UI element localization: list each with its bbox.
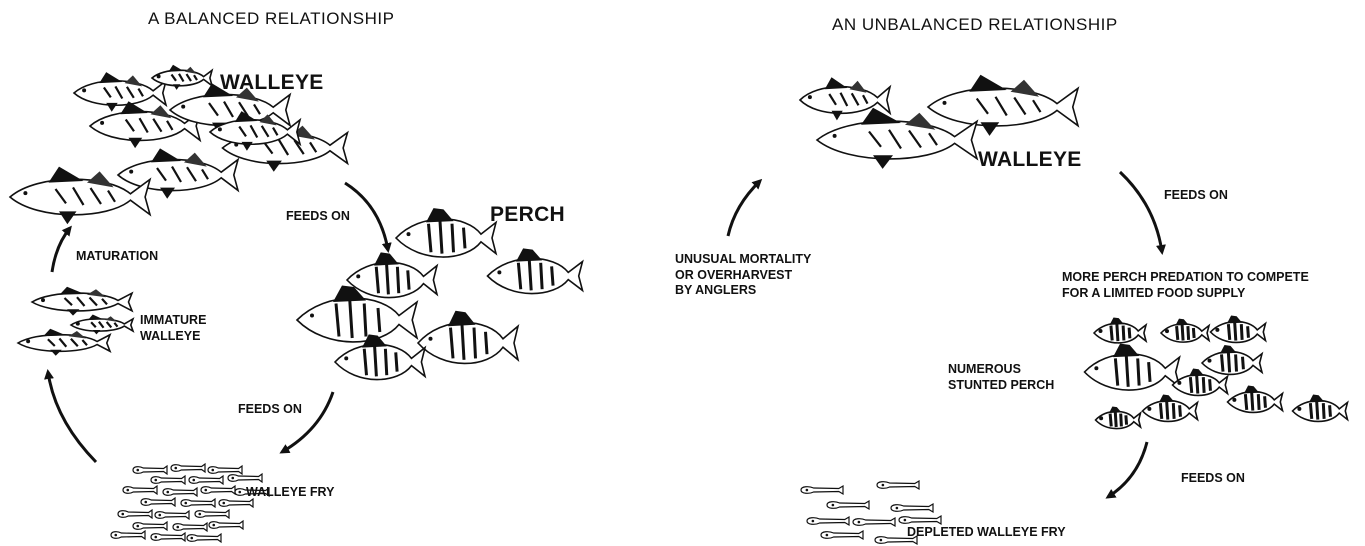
walleye-fish [72, 72, 168, 112]
stunted-perch-line-1: NUMEROUS [948, 362, 1021, 376]
walleye-fish [168, 83, 292, 134]
walleye-fry-fish [110, 529, 146, 541]
stunted-perch-fish [1159, 318, 1211, 343]
perch-fish [486, 248, 584, 295]
walleye-fry-label: WALLEYE FRY [246, 485, 335, 499]
immature-walleye-fish [69, 314, 135, 335]
walleye-fish [150, 64, 214, 90]
feeds-on-label-right-2: FEEDS ON [1181, 471, 1245, 485]
stunted-perch-fish [1094, 406, 1142, 430]
mortality-label: UNUSUAL MORTALITY OR OVERHARVEST BY ANGL… [675, 252, 811, 299]
walleye-fry-fish [208, 519, 244, 531]
mortality-line-1: UNUSUAL MORTALITY [675, 252, 812, 266]
walleye-fry-fish [172, 521, 208, 533]
walleye-label: WALLEYE [220, 71, 324, 94]
walleye-fry-fish [207, 464, 243, 476]
walleye-fry-fish [140, 496, 176, 508]
maturation-label: MATURATION [76, 249, 159, 263]
stunted-perch-line-2: STUNTED PERCH [948, 377, 1055, 392]
stunted-perch-fish [1083, 343, 1181, 391]
immature-walleye-fish [16, 328, 112, 356]
walleye-fish [8, 166, 152, 225]
walleye-fish-right [926, 74, 1080, 136]
walleye-fry-fish [227, 472, 263, 484]
immature-walleye-line-2: WALLEYE [140, 328, 201, 343]
mortality-line-3: BY ANGLERS [675, 283, 757, 298]
immature-walleye-line-1: IMMATURE [140, 313, 207, 327]
walleye-fry-fish [170, 462, 206, 474]
walleye-fry-fish [194, 508, 230, 520]
balanced-title: A BALANCED RELATIONSHIP [148, 9, 395, 28]
stunted-perch-fish [1200, 345, 1264, 376]
depleted-fry-fish [800, 484, 844, 496]
perch-fish [394, 208, 498, 258]
perch-fish [295, 285, 419, 343]
perch-predation-line-2: FOR A LIMITED FOOD SUPPLY [1062, 285, 1246, 300]
arrow-walleye-to-perch-right [1118, 170, 1166, 255]
stunted-perch-fish [1291, 394, 1349, 423]
walleye-fish [208, 111, 302, 151]
walleye-fish-right [815, 107, 979, 169]
feeds-on-label-right-1: FEEDS ON [1164, 188, 1228, 202]
immature-walleye-label: IMMATURE WALLEYE [140, 313, 206, 344]
arrow-walleye-to-perch [344, 181, 392, 253]
depleted-fry-fish [890, 502, 934, 514]
walleye-fry-fish [150, 474, 186, 486]
immature-walleye-fish [30, 286, 134, 316]
walleye-fry-fish [234, 486, 270, 498]
perch-label: PERCH [490, 203, 566, 226]
arrow-perch-to-fry-right [1105, 441, 1149, 499]
depleted-fry-fish [874, 534, 918, 546]
depleted-fry-fish [806, 515, 850, 527]
unbalanced-title: AN UNBALANCED RELATIONSHIP [832, 15, 1118, 34]
depleted-fry-label: DEPLETED WALLEYE FRY [907, 525, 1066, 539]
walleye-fry-fish [132, 520, 168, 532]
arrow-maturation [50, 225, 72, 273]
arrow-perch-to-fry [279, 391, 335, 454]
perch-predation-line-1: MORE PERCH PREDATION TO COMPETE [1062, 270, 1309, 284]
perch-predation-label: MORE PERCH PREDATION TO COMPETE FOR A LI… [1062, 270, 1309, 301]
walleye-fry-fish [122, 484, 158, 496]
stunted-perch-fish [1171, 368, 1229, 397]
arrow-fry-to-immature [44, 369, 98, 464]
walleye-fry-fish [150, 531, 186, 543]
walleye-fry-fish [132, 464, 168, 476]
stunted-perch-fish [1209, 315, 1267, 344]
stunted-perch-fish [1226, 385, 1284, 414]
perch-fish [333, 334, 427, 381]
walleye-fish-right [798, 77, 892, 121]
arrow-mortality-to-walleye [726, 178, 763, 237]
walleye-fry-fish [200, 484, 236, 496]
cycle-arrows [44, 170, 1166, 499]
walleye-label-right: WALLEYE [978, 148, 1082, 171]
stunted-perch-fish [1092, 317, 1148, 344]
walleye-fry-fish [188, 474, 224, 486]
walleye-fish [88, 101, 202, 149]
depleted-fry-fish [820, 529, 864, 541]
feeds-on-label-1: FEEDS ON [286, 209, 350, 223]
depleted-fry-fish [852, 516, 896, 528]
fish-illustrations [8, 64, 1349, 546]
stunted-perch-fish [1141, 394, 1199, 423]
mortality-line-2: OR OVERHARVEST [675, 267, 793, 282]
feeds-on-label-2: FEEDS ON [238, 402, 302, 416]
depleted-fry-fish [876, 479, 920, 491]
walleye-fry-fish [117, 508, 153, 520]
depleted-fry-fish [826, 499, 870, 511]
walleye-fry-fish [218, 497, 254, 509]
perch-fish [345, 252, 439, 299]
walleye-fry-fish [180, 497, 216, 509]
perch-fish [416, 310, 520, 365]
stunted-perch-label: NUMEROUS STUNTED PERCH [948, 362, 1054, 393]
walleye-fry-fish [154, 509, 190, 521]
depleted-fry-fish [898, 514, 942, 526]
walleye-fry-fish [162, 486, 198, 498]
walleye-fry-fish [186, 532, 222, 544]
